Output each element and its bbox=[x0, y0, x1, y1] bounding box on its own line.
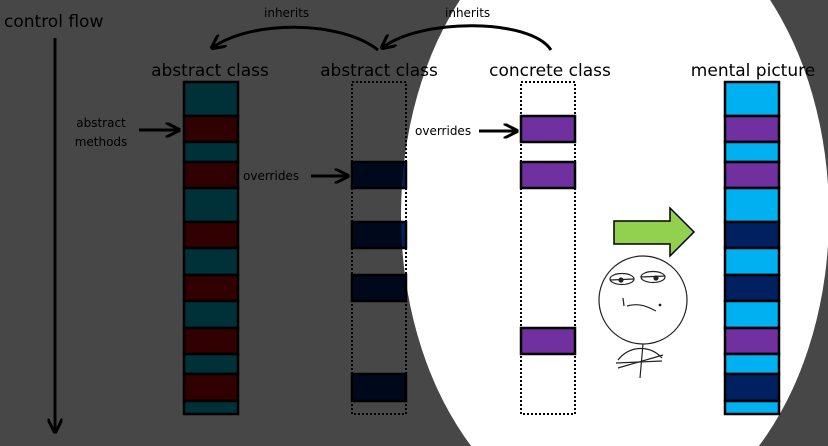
column-title-abstract-2: abstract class bbox=[320, 61, 438, 81]
inherits-label-2: inherits bbox=[445, 6, 490, 20]
column-title-concrete: concrete class bbox=[489, 61, 611, 81]
column-title-mental-picture: mental picture bbox=[691, 61, 815, 81]
class-column-outline bbox=[520, 81, 576, 415]
inherits-arrow-1 bbox=[212, 25, 379, 52]
class-column-outline bbox=[351, 81, 407, 415]
control-flow-label: control flow bbox=[4, 12, 103, 32]
overrides-label-2: overrides bbox=[415, 124, 471, 138]
abstract-methods-label-line2: methods bbox=[75, 135, 128, 149]
overrides-label-1: overrides bbox=[243, 169, 299, 183]
column-title-abstract-1: abstract class bbox=[151, 61, 269, 81]
abstract-methods-label-line1: abstract bbox=[76, 116, 126, 130]
inherits-label-1: inherits bbox=[264, 6, 309, 20]
inherits-arrow-2 bbox=[382, 24, 553, 50]
